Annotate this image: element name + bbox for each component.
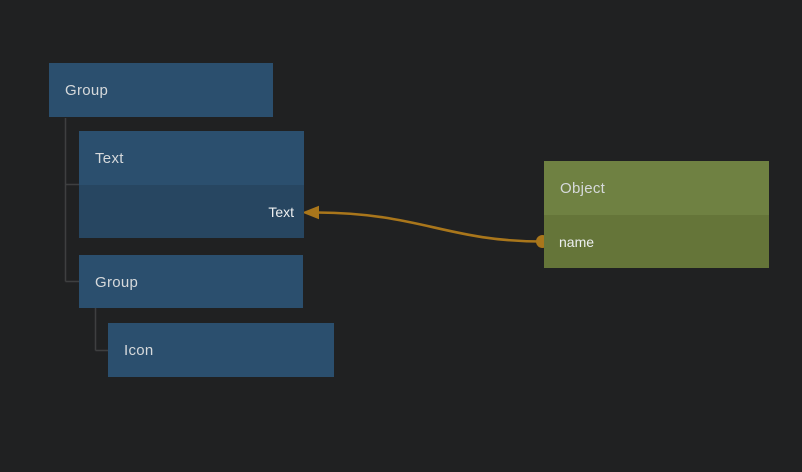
node-label: Icon (124, 341, 154, 359)
port-label: Text (268, 203, 294, 220)
connection-wire-group[interactable] (302, 205, 549, 248)
node-header: Group (49, 63, 273, 117)
node-header: Group (79, 255, 303, 309)
object-node-title: Object (560, 179, 606, 197)
port-name-source[interactable]: name (544, 215, 769, 268)
object-node-header: Object (544, 161, 769, 215)
tree-node-text[interactable]: Text Text (79, 131, 304, 238)
connection-wire[interactable] (316, 211, 543, 243)
node-label: Text (95, 149, 124, 167)
tree-node-group-2[interactable]: Group (79, 255, 303, 308)
tree-node-group-1[interactable]: Group (49, 63, 273, 117)
node-header: Text (79, 131, 304, 185)
tree-node-icon[interactable]: Icon (108, 323, 334, 377)
connection-arrowhead-icon (302, 205, 319, 220)
node-header: Icon (108, 323, 334, 377)
port-label: name (559, 233, 595, 250)
port-text-target[interactable]: Text (79, 185, 304, 238)
object-node[interactable]: Object name (544, 161, 769, 268)
node-label: Group (65, 81, 109, 99)
node-label: Group (95, 273, 139, 291)
